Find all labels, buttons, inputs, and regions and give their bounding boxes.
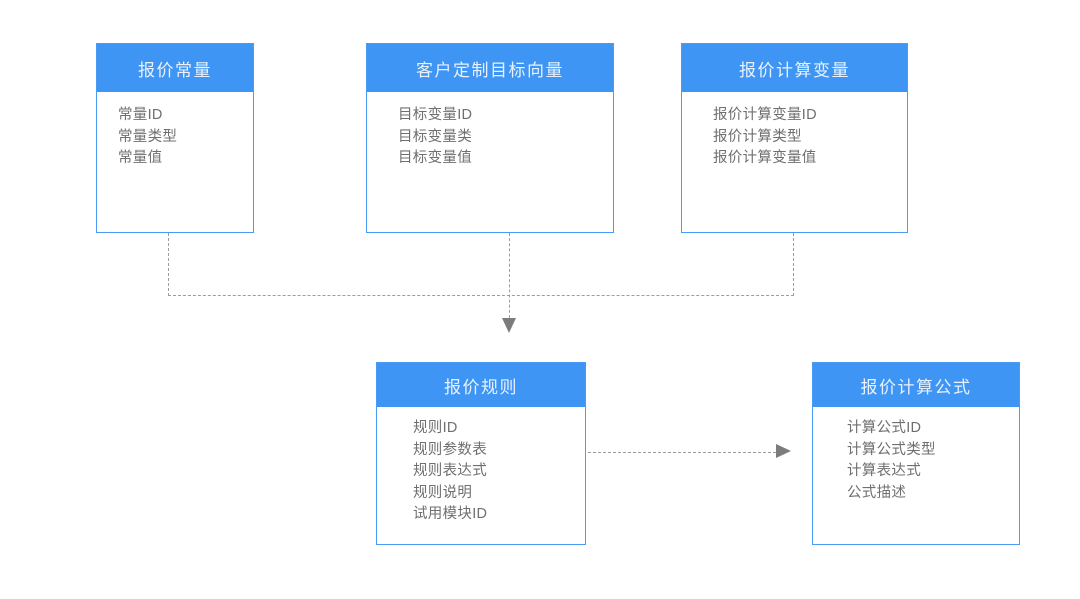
entity-field: 目标变量类 bbox=[398, 128, 472, 145]
entity-field-list: 规则ID 规则参数表 规则表达式 规则说明 试用模块ID bbox=[377, 407, 585, 544]
entity-field: 计算表达式 bbox=[847, 463, 921, 479]
entity-field-list: 目标变量ID 目标变量类 目标变量值 bbox=[367, 92, 613, 232]
entity-box-quote-constant[interactable]: 报价常量 常量ID 常量类型 常量值 bbox=[96, 43, 254, 233]
entity-field: 常量值 bbox=[118, 150, 163, 166]
entity-field-list: 常量ID 常量类型 常量值 bbox=[97, 92, 253, 232]
entity-field: 规则ID bbox=[413, 420, 458, 436]
entity-field: 规则参数表 bbox=[413, 441, 487, 458]
entity-title: 客户定制目标向量 bbox=[416, 60, 564, 80]
entity-field-list: 计算公式ID 计算公式类型 计算表达式 公式描述 bbox=[813, 407, 1019, 544]
entity-field: 报价计算变量值 bbox=[713, 150, 817, 166]
connector-line-target-vector-drop bbox=[509, 233, 510, 318]
entity-header: 报价常量 bbox=[97, 44, 253, 92]
entity-header: 报价规则 bbox=[377, 363, 585, 407]
entity-field: 规则表达式 bbox=[413, 463, 487, 479]
entity-field: 规则说明 bbox=[413, 484, 473, 501]
entity-box-custom-target-vector[interactable]: 客户定制目标向量 目标变量ID 目标变量类 目标变量值 bbox=[366, 43, 614, 233]
connector-line-merge-bus bbox=[168, 295, 794, 296]
entity-header: 客户定制目标向量 bbox=[367, 44, 613, 92]
connector-arrow-to-quote-calc-formula bbox=[776, 444, 791, 458]
entity-field: 公式描述 bbox=[847, 484, 907, 501]
entity-field: 目标变量值 bbox=[398, 150, 472, 166]
entity-title: 报价计算公式 bbox=[860, 377, 972, 397]
entity-field: 目标变量ID bbox=[398, 107, 473, 123]
entity-title: 报价常量 bbox=[138, 60, 212, 80]
entity-box-quote-calc-variable[interactable]: 报价计算变量 报价计算变量ID 报价计算类型 报价计算变量值 bbox=[681, 43, 908, 233]
entity-field: 计算公式ID bbox=[847, 420, 922, 436]
entity-title: 报价规则 bbox=[444, 377, 518, 397]
entity-field: 试用模块ID bbox=[413, 506, 488, 522]
connector-line-constant-drop bbox=[168, 233, 169, 296]
entity-field: 报价计算变量ID bbox=[713, 107, 817, 123]
entity-box-quote-calc-formula[interactable]: 报价计算公式 计算公式ID 计算公式类型 计算表达式 公式描述 bbox=[812, 362, 1020, 545]
entity-title: 报价计算变量 bbox=[739, 60, 850, 80]
connector-line-calc-variable-drop bbox=[793, 233, 794, 296]
connector-line-rule-to-formula bbox=[588, 452, 776, 453]
connector-arrow-to-quote-rule bbox=[502, 318, 516, 333]
entity-field: 报价计算类型 bbox=[713, 128, 802, 145]
entity-field: 计算公式类型 bbox=[847, 441, 936, 458]
entity-header: 报价计算公式 bbox=[813, 363, 1019, 407]
entity-field: 常量类型 bbox=[118, 128, 178, 145]
entity-header: 报价计算变量 bbox=[682, 44, 907, 92]
entity-box-quote-rule[interactable]: 报价规则 规则ID 规则参数表 规则表达式 规则说明 试用模块ID bbox=[376, 362, 586, 545]
entity-field-list: 报价计算变量ID 报价计算类型 报价计算变量值 bbox=[682, 92, 907, 232]
entity-field: 常量ID bbox=[118, 107, 163, 123]
